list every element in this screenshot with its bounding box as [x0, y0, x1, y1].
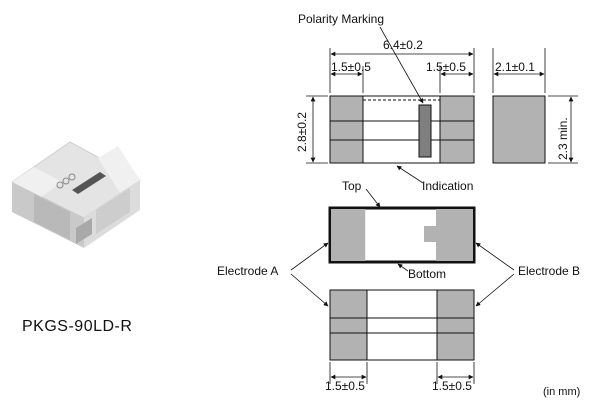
electrode-right-dim-label: 1.5±0.5	[426, 60, 466, 74]
side-view	[492, 48, 578, 164]
electrode-b-label: Electrode B	[518, 264, 580, 278]
middle-view	[328, 206, 476, 264]
polarity-marking-label: Polarity Marking	[298, 12, 384, 26]
top-label: Top	[342, 179, 362, 193]
side-width-dim-label: 2.1±0.1	[495, 60, 535, 74]
indication-label: Indication	[422, 179, 473, 193]
height-dimension	[306, 95, 328, 164]
electrode-a-label: Electrode A	[217, 264, 278, 278]
part-number: PKGS-90LD-R	[22, 318, 133, 335]
component-render	[11, 141, 141, 248]
side-height-dim-label: 2.3 min.	[556, 117, 570, 160]
length-dim-label: 6.4±0.2	[383, 38, 423, 52]
polarity-marking-bar	[418, 104, 432, 158]
height-dim-label: 2.8±0.2	[295, 112, 309, 152]
units-label: (in mm)	[543, 386, 580, 398]
bottom-label: Bottom	[408, 267, 446, 281]
top-view	[329, 95, 475, 164]
bottom-right-dim-label: 1.5±0.5	[432, 379, 472, 393]
bottom-left-dim-label: 1.5±0.5	[325, 379, 365, 393]
length-dimension	[329, 48, 475, 93]
electrode-left-dim-label: 1.5±0.5	[331, 60, 371, 74]
bottom-view	[329, 289, 475, 384]
